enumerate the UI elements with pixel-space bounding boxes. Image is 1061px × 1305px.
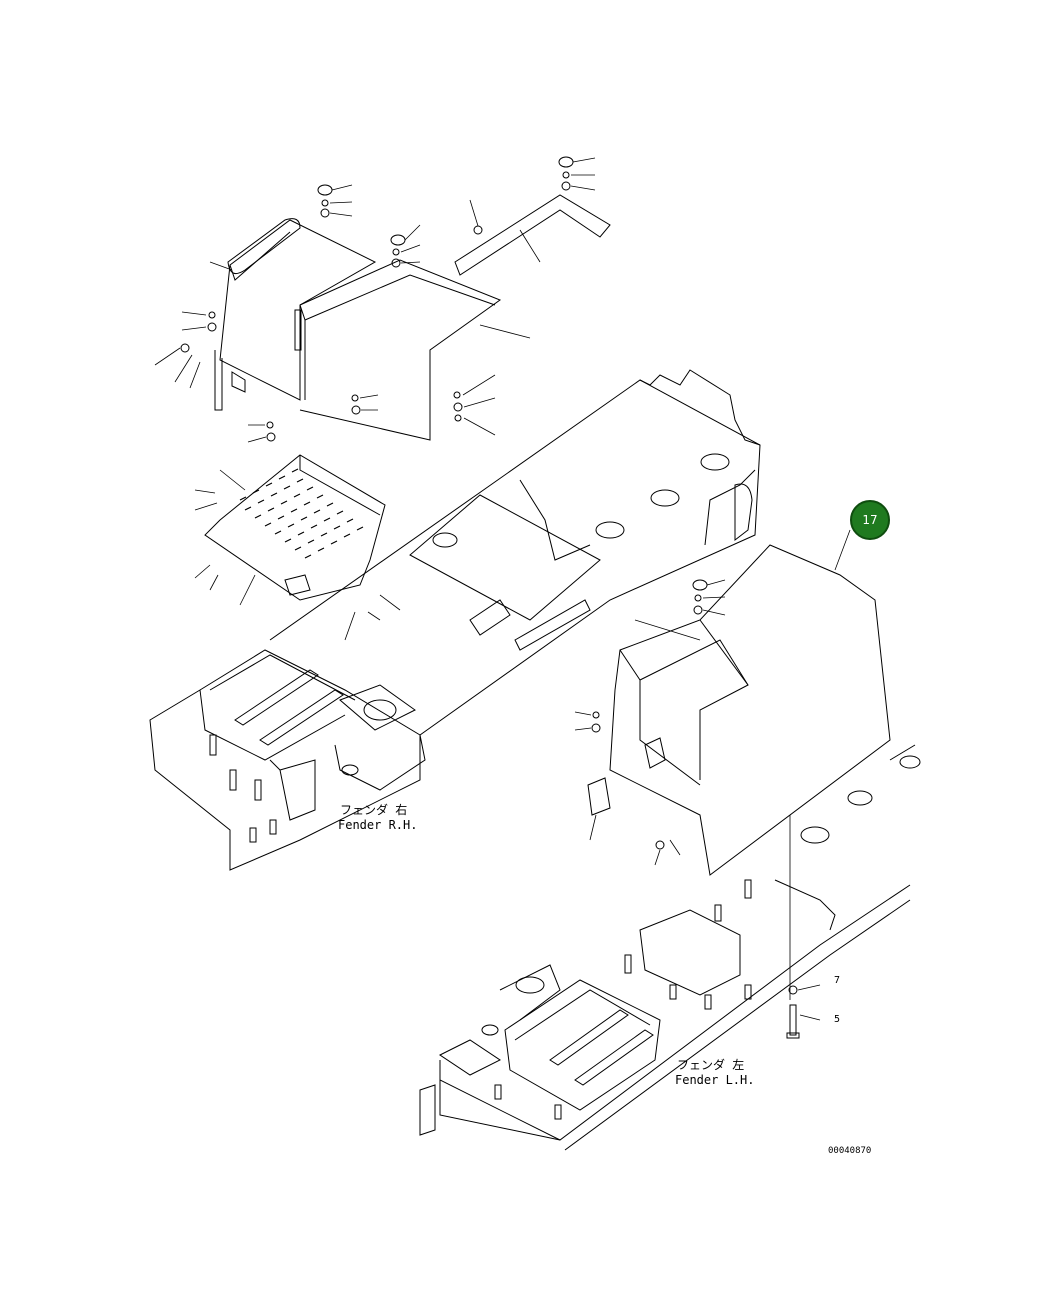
part-number-5: 5: [834, 1014, 841, 1025]
fender-lh-label-en: Fender L.H.: [675, 1073, 755, 1087]
rh-rear-bracket: [454, 194, 611, 276]
hardware-upper: [180, 156, 574, 442]
part-number-7: 7: [834, 975, 841, 986]
callout-17[interactable]: 17: [850, 500, 890, 540]
leader-lines-lh: [574, 529, 851, 1000]
lh-fender-cover: [587, 544, 891, 876]
main-frame-rh: [269, 369, 761, 736]
leader-lines-upper: [154, 157, 596, 443]
fender-rh-label-en: Fender R.H.: [338, 818, 418, 832]
drawing-number: 00040870: [828, 1146, 872, 1156]
lower-bolts: [786, 985, 800, 1039]
main-frame-lh: [419, 744, 921, 1151]
rh-fender-cover: [214, 218, 377, 411]
step-plate: [204, 454, 386, 601]
rh-top-panel: [299, 259, 502, 441]
fender-lh-label-jp: フェンダ 左: [677, 1058, 745, 1072]
leader-lines-step: [194, 469, 401, 641]
fender-rh-label-jp: フェンダ 右: [340, 803, 408, 817]
leader-lines-lower: [797, 984, 821, 1021]
step-plate-slots: [239, 468, 364, 559]
rh-fender-frame: [149, 649, 426, 871]
